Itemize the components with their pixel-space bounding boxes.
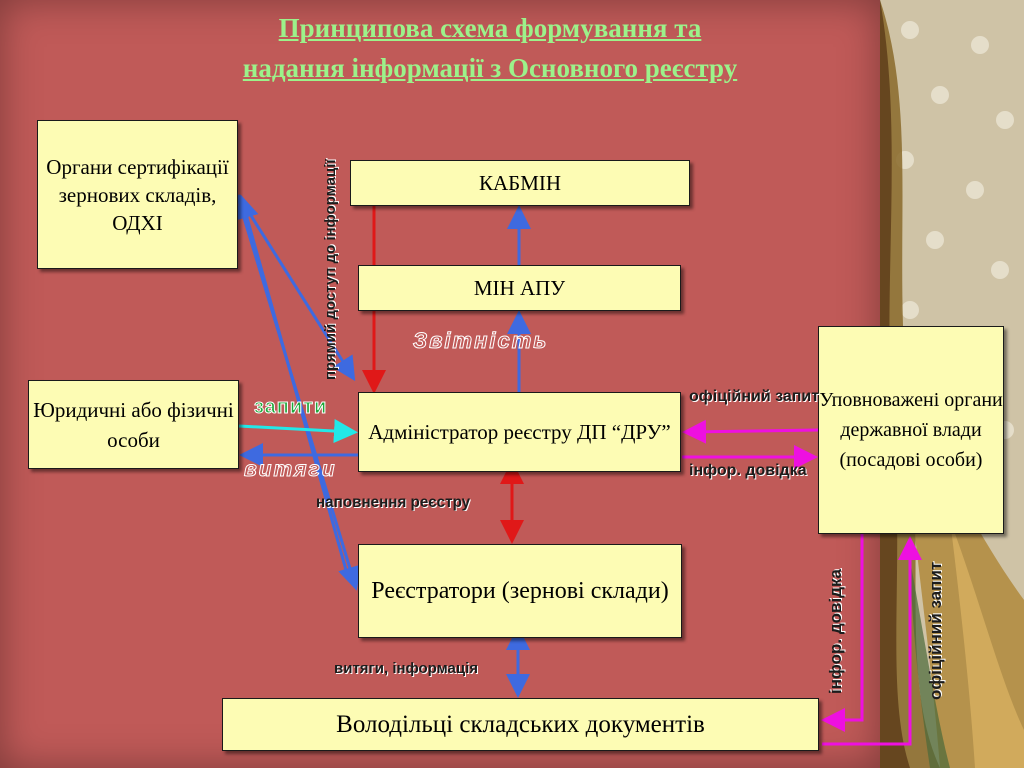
label-extracts-info: витяги, інформація <box>334 660 479 677</box>
label-direct-access: прямий доступ до інформації <box>322 159 339 380</box>
label-official-request-horizontal: офіційний запит <box>689 388 820 405</box>
arrow-registrars-to-cert <box>235 194 348 571</box>
label-registry-filling: наповнення реєстру <box>316 494 471 511</box>
arrow-authorities-to-owners <box>821 534 864 732</box>
title-line-1: Принципова схема формування та <box>278 13 702 43</box>
arrow-cert-to-admin <box>236 194 356 382</box>
label-info-reference-horizontal: інфор. довідка <box>689 462 807 479</box>
label-reporting: Звітність <box>412 328 549 354</box>
node-owners: Володільці складських документів <box>222 698 819 751</box>
arrow-requests <box>238 419 358 444</box>
node-registrars: Реєстратори (зернові склади) <box>358 544 682 638</box>
arrow-owners-to-authorities <box>822 536 922 746</box>
node-minapu: МІН АПУ <box>358 265 681 311</box>
label-info-reference-vertical: інфор. довідка <box>826 569 845 694</box>
node-kabmin: КАБМІН <box>350 160 690 206</box>
label-official-request-vertical: офіційний запит <box>926 561 945 700</box>
label-requests: запити <box>253 396 328 419</box>
node-administrator: Адміністратор реєстру ДП “ДРУ” <box>358 392 681 472</box>
node-legal-persons: Юридичні або фізичні особи <box>28 380 239 469</box>
node-certification: Органи сертифікації зернових складів, ОД… <box>37 120 238 269</box>
label-extracts: витяги <box>244 458 337 482</box>
arrow-official-request <box>682 419 819 444</box>
title-line-2: надання інформації з Основного реєстру <box>242 53 738 83</box>
node-authorities: Уповноважені органи державної влади (пос… <box>818 326 1004 534</box>
